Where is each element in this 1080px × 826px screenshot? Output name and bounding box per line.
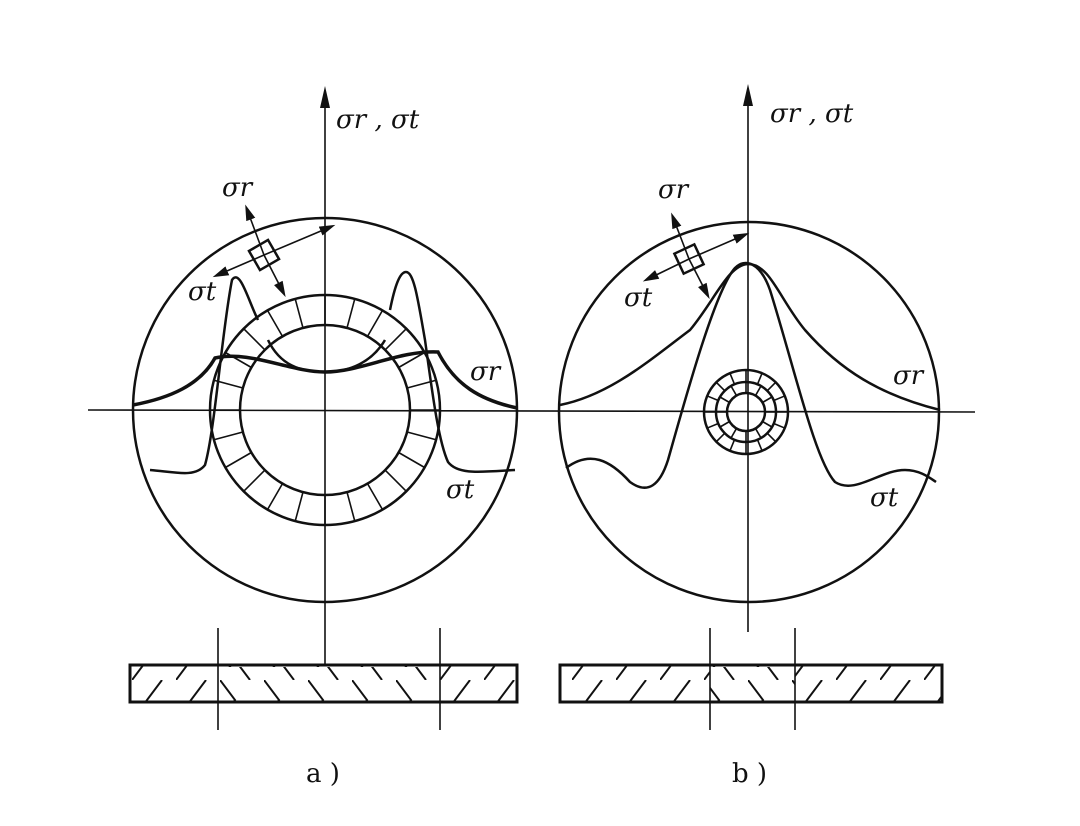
ring-segment-line — [406, 431, 437, 441]
curve-sigma-r-label-a: σr — [470, 357, 502, 387]
ring-segment-line — [766, 432, 777, 443]
axis-label-a: σr , σt — [336, 105, 420, 135]
axis-label-b: σr , σt — [770, 99, 854, 129]
ring-segment-line — [398, 351, 425, 369]
ring-segment-line — [730, 428, 738, 439]
figure-b: σr , σt σr σt σr σt b ) — [557, 84, 944, 789]
ring-segment-line — [756, 439, 763, 452]
ring-segment-line — [762, 396, 773, 404]
ring-segment-line — [213, 431, 244, 441]
ring-segment-line — [346, 491, 356, 522]
ring-segment-line — [398, 451, 425, 469]
ring-segment-line — [384, 469, 407, 492]
stress-element-a — [212, 204, 336, 298]
ring-segment-line — [706, 395, 719, 402]
ring-segment-line — [762, 420, 773, 428]
ring-segment-line — [766, 381, 777, 392]
ring-segment-line — [773, 395, 786, 402]
ring-segment-line — [384, 328, 407, 351]
ring-segment-line — [729, 439, 736, 452]
ring-segment-line — [756, 372, 763, 385]
ring-segment-line — [266, 483, 284, 510]
axis-arrow-b — [743, 84, 753, 106]
stress-element-b — [642, 212, 750, 300]
ring-segment-line — [719, 396, 730, 404]
ring-segment-line — [294, 298, 304, 329]
ring-a — [208, 293, 442, 527]
ring-segment-line — [266, 310, 284, 337]
ring-segment-line — [225, 451, 252, 469]
curve-sigma-t-label-a: σt — [446, 475, 475, 505]
element-sigma-t-label-b: σt — [624, 283, 653, 313]
curve-sigma-r-label-b: σr — [893, 361, 925, 391]
ring-segment-line — [719, 420, 730, 428]
ring-segment-line — [730, 385, 738, 396]
sigma-t-curve-b — [565, 261, 937, 489]
curve-sigma-t-label-b: σt — [870, 483, 899, 513]
figure-a: σr , σt σr σt σr σt a ) — [128, 86, 519, 789]
sigma-r-curve-b — [559, 262, 941, 412]
ring-segment-line — [243, 469, 266, 492]
ring-segment-line — [366, 483, 384, 510]
ring-segment-line — [729, 372, 736, 385]
plate-circle-a — [131, 216, 519, 604]
ring-segment-line — [243, 328, 266, 351]
caption-a: a ) — [306, 759, 340, 789]
ring-segment-line — [346, 298, 356, 329]
ring-segment-line — [715, 381, 726, 392]
element-sigma-t-label-a: σt — [188, 277, 217, 307]
ring-segment-line — [754, 385, 762, 396]
ring-segment-line — [715, 432, 726, 443]
ring-segment-line — [366, 310, 384, 337]
element-sigma-r-label-a: σr — [222, 173, 254, 203]
ring-segment-line — [706, 422, 719, 429]
plate-circle-b — [557, 220, 941, 604]
sigma-t-curve-a-right — [388, 270, 516, 474]
ring-segment-line — [294, 491, 304, 522]
caption-b: b ) — [732, 759, 767, 789]
element-sigma-r-label-b: σr — [658, 175, 690, 205]
inner-arc-a — [266, 339, 387, 374]
ring-b — [702, 368, 790, 456]
sigma-t-curve-a — [149, 276, 260, 475]
axis-arrow-a — [320, 86, 330, 108]
ring-segment-line — [754, 428, 762, 439]
ring-segment-line — [773, 422, 786, 429]
